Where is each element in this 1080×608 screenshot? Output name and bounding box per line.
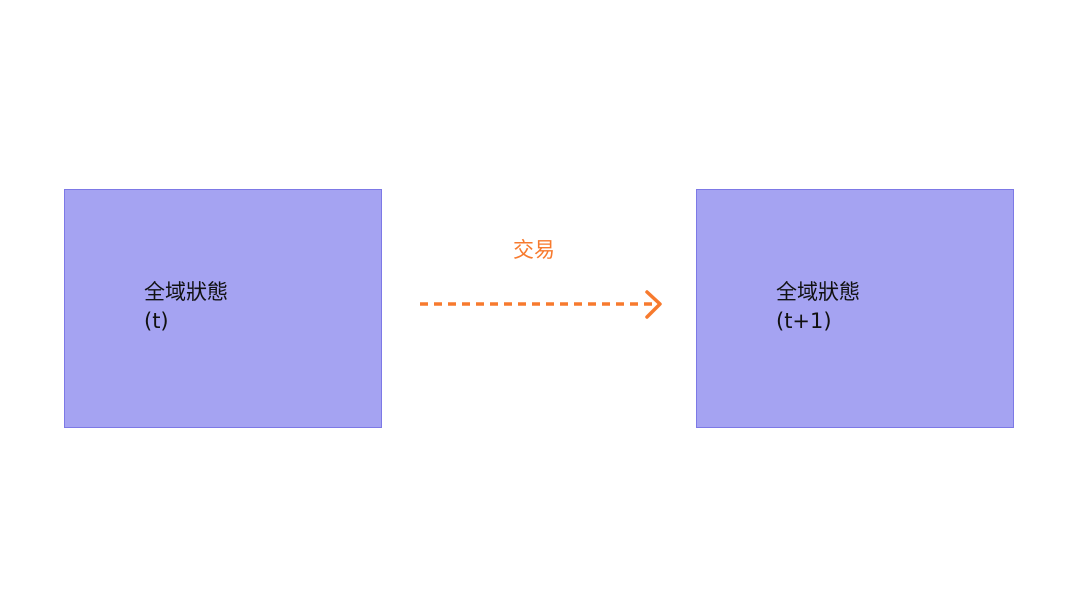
arrowhead-icon <box>645 290 662 319</box>
node-title: 全域狀態 <box>144 280 228 304</box>
state-node-t-plus-1: 全域狀態 (t+1) <box>696 189 1014 428</box>
node-title: 全域狀態 <box>776 280 860 304</box>
node-subtitle: (t) <box>144 309 169 333</box>
state-node-t: 全域狀態 (t) <box>64 189 382 428</box>
edge-label: 交易 <box>513 238 555 262</box>
node-subtitle: (t+1) <box>776 309 832 333</box>
